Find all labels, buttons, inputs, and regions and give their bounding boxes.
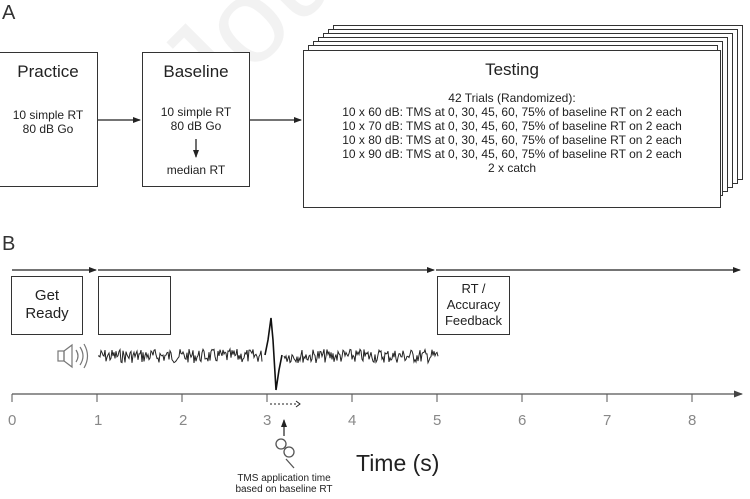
baseline-result: median RT [166, 163, 226, 177]
get-ready-box: Get Ready [11, 276, 83, 335]
tick-label: 4 [348, 412, 357, 429]
feedback-box: RT / Accuracy Feedback [437, 276, 510, 335]
panel-b-label: B [2, 233, 16, 255]
baseline-details: 10 simple RT 80 dB Go [160, 105, 232, 133]
tick-label: 7 [603, 412, 612, 429]
tms-note: TMS application time based on baseline R… [235, 473, 333, 495]
tick-label: 0 [8, 412, 17, 429]
tick-label: 2 [179, 412, 188, 429]
feedback-text: RT / Accuracy Feedback [444, 281, 503, 328]
tms-coil-icon [275, 438, 295, 469]
tick-label: 3 [263, 412, 272, 429]
time-axis-label: Time (s) [356, 450, 440, 476]
testing-box: Testing 42 Trials (Randomized): 10 x 60 … [303, 50, 721, 208]
practice-title: Practice [17, 62, 79, 81]
stimulus-box [98, 276, 171, 335]
practice-box: Practice 10 simple RT 80 dB Go [0, 52, 98, 187]
baseline-box: Baseline 10 simple RT 80 dB Go median RT [142, 52, 250, 187]
panel-a-label: A [2, 2, 16, 24]
tms-pulse-spike [264, 317, 283, 391]
testing-details: 42 Trials (Randomized): 10 x 60 dB: TMS … [342, 91, 682, 175]
tick-label: 8 [688, 412, 697, 429]
audio-noise-waveform [97, 347, 439, 365]
tick-label: 1 [94, 412, 103, 429]
time-axis-ticks [11, 394, 693, 402]
get-ready-text: Get Ready [25, 287, 69, 322]
practice-details: 10 simple RT 80 dB Go [12, 108, 84, 136]
testing-title: Testing [485, 60, 539, 79]
baseline-title: Baseline [163, 62, 229, 81]
speaker-icon [57, 343, 89, 369]
tick-label: 6 [518, 412, 527, 429]
tick-label: 5 [433, 412, 442, 429]
tms-timing-range-head [295, 400, 301, 408]
